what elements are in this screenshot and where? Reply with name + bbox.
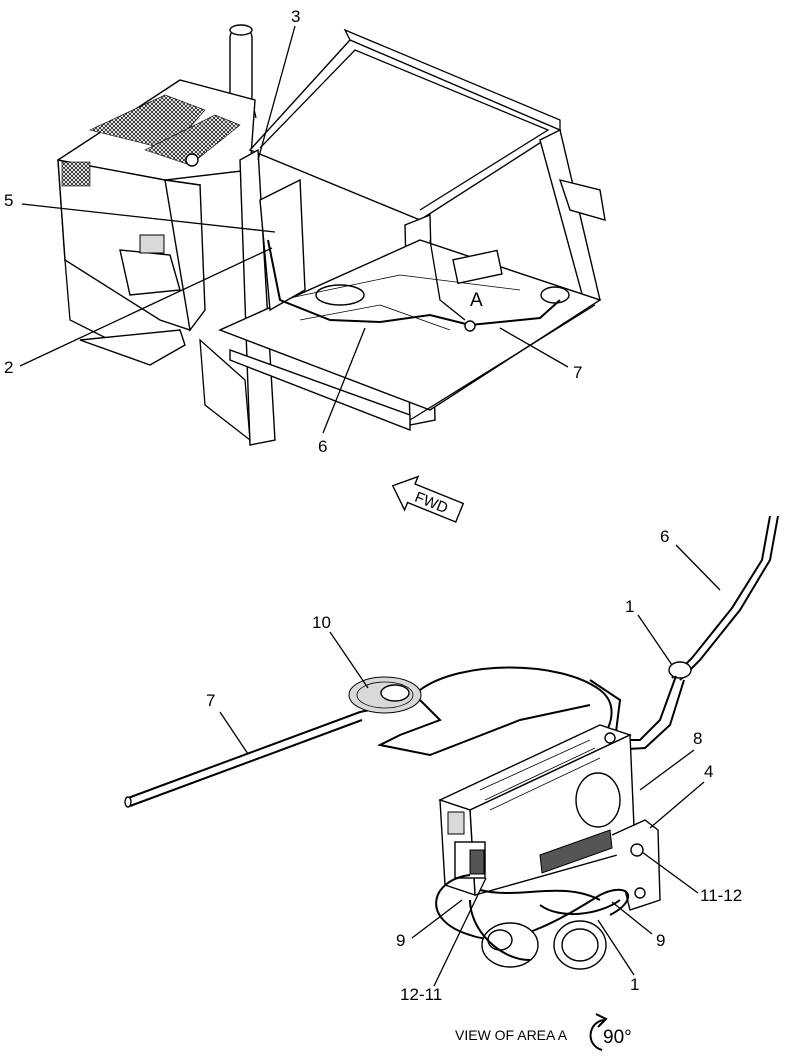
callout-5: 5	[4, 191, 13, 210]
callout-2: 2	[4, 358, 13, 377]
callout-9-left: 9	[396, 931, 405, 950]
callout-11-12: 11-12	[700, 886, 742, 905]
callout-1-lower: 1	[630, 975, 639, 994]
fwd-arrow: FWD	[391, 475, 465, 523]
harness-7-upper	[469, 299, 561, 326]
grommet-10	[348, 676, 422, 714]
rotate-icon	[589, 1013, 608, 1051]
view-caption: VIEW OF AREA A 90°	[455, 1013, 632, 1051]
machine-cab-view: 3 5 2 6 7 A	[4, 7, 606, 456]
callout-6-top: 6	[318, 437, 327, 456]
engine-enclosure	[57, 79, 256, 366]
callout-6-detail: 6	[660, 527, 669, 546]
callout-10: 10	[312, 613, 331, 632]
callout-1-upper: 1	[625, 597, 634, 616]
callout-8: 8	[693, 729, 702, 748]
callout-7-detail: 7	[206, 691, 215, 710]
callout-3: 3	[291, 7, 300, 26]
fwd-arrow-label: FWD	[412, 489, 450, 518]
area-a-label: A	[470, 290, 483, 311]
view-of-area-label: VIEW OF AREA A	[455, 1027, 568, 1043]
callout-12-11: 12-11	[400, 985, 442, 1004]
callout-7-top: 7	[573, 363, 582, 382]
bracket-4	[611, 819, 661, 911]
area-a-detail-view: 6 1 10 7 8 4 11-12 9 9 12-11 1	[124, 515, 779, 1004]
exhaust-stack	[225, 24, 257, 121]
callout-4: 4	[704, 762, 713, 781]
controller-box-8	[438, 724, 636, 896]
harness-6-upper	[267, 239, 471, 326]
callout-9-right: 9	[656, 931, 665, 950]
rotation-label: 90°	[603, 1027, 632, 1048]
cab-frame	[199, 28, 606, 446]
harness-6-detail	[679, 515, 779, 681]
